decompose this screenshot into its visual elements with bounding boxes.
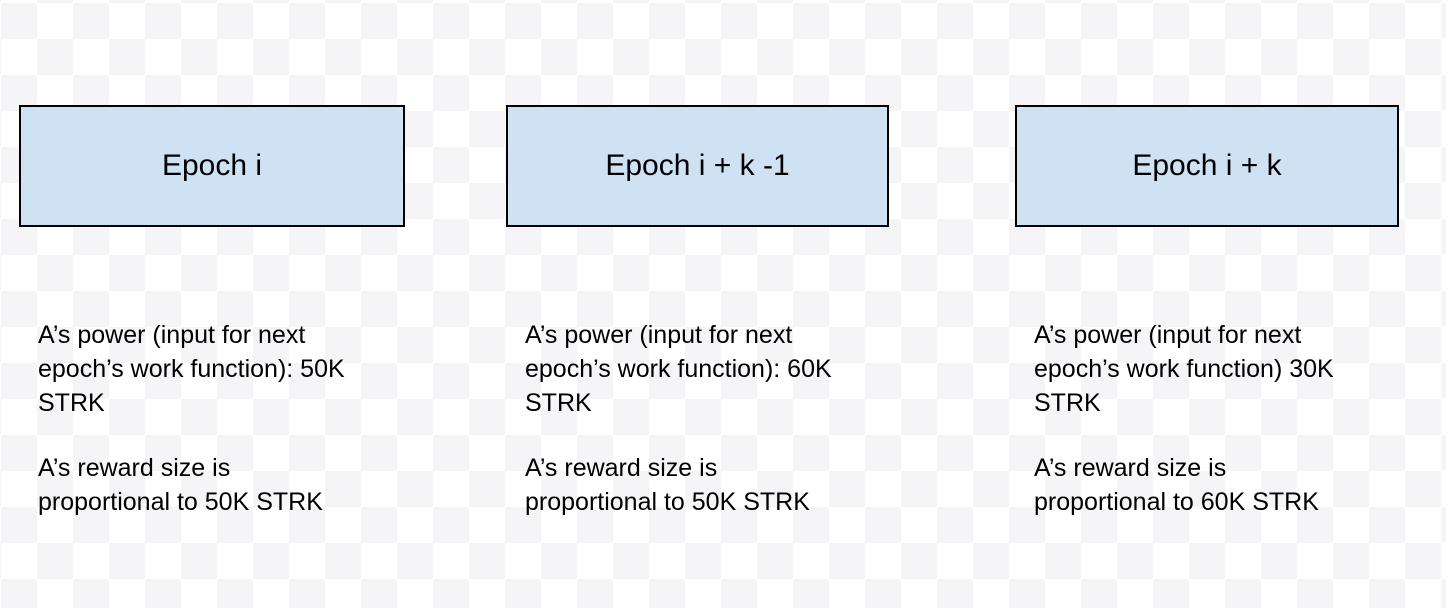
epoch-column-i: Epoch i A’s power (input for next epoch’…: [19, 0, 405, 608]
reward-text: A’s reward size is proportional to 50K S…: [525, 454, 810, 516]
power-text: A’s power (input for next epoch’s work f…: [1034, 321, 1334, 417]
power-text: A’s power (input for next epoch’s work f…: [38, 321, 345, 417]
epoch-notes: A’s power (input for next epoch’s work f…: [525, 318, 889, 519]
epoch-box-label: Epoch i: [161, 149, 263, 182]
epoch-box-label: Epoch i + k: [1132, 149, 1282, 182]
epoch-notes: A’s power (input for next epoch’s work f…: [1034, 318, 1399, 519]
epoch-notes: A’s power (input for next epoch’s work f…: [38, 318, 405, 519]
epoch-box: Epoch i: [19, 105, 405, 227]
power-text: A’s power (input for next epoch’s work f…: [525, 321, 832, 417]
epoch-column-i-plus-k: Epoch i + k A’s power (input for next ep…: [1015, 0, 1399, 608]
reward-text: A’s reward size is proportional to 50K S…: [38, 454, 323, 516]
epoch-column-i-plus-k-minus-1: Epoch i + k -1 A’s power (input for next…: [506, 0, 889, 608]
epoch-box-label: Epoch i + k -1: [605, 149, 790, 182]
epoch-box: Epoch i + k -1: [506, 105, 889, 227]
epoch-box: Epoch i + k: [1015, 105, 1399, 227]
reward-text: A’s reward size is proportional to 60K S…: [1034, 454, 1319, 516]
